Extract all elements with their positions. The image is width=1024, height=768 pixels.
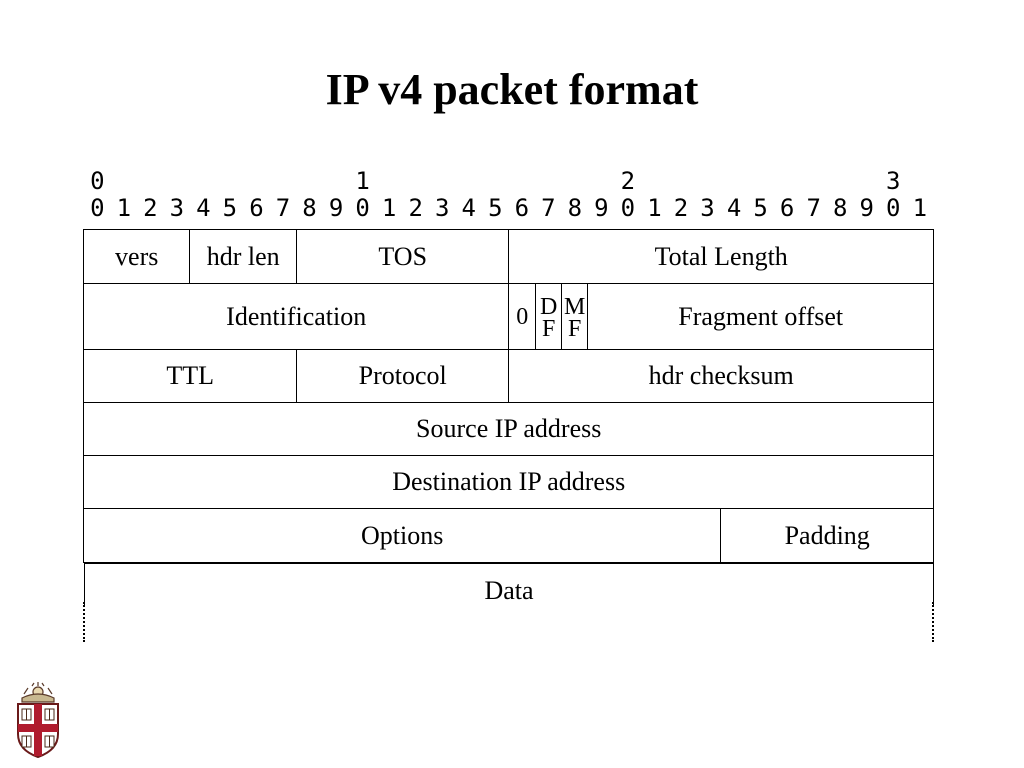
university-crest-icon: [17, 682, 59, 758]
field-vers: vers: [83, 229, 191, 285]
field-options: Options: [83, 508, 722, 564]
bit-ruler-digit: 1: [116, 194, 132, 222]
bit-ruler-digit: 8: [567, 194, 583, 222]
bit-ruler-digit: 2: [408, 194, 423, 222]
field-source-ip: Source IP address: [83, 402, 935, 457]
bit-ruler-digit: 0: [885, 194, 901, 222]
bit-ruler-digit: 2: [673, 194, 689, 222]
bit-ruler-digit: 1: [912, 194, 928, 222]
bit-ruler-digit: 2: [143, 194, 158, 222]
bit-ruler-digit: 6: [249, 194, 264, 222]
field-padding: Padding: [720, 508, 935, 564]
field-total-length: Total Length: [508, 229, 935, 285]
bit-ruler-digit: 4: [461, 194, 476, 222]
bit-ruler-digit: 1: [647, 194, 662, 222]
field-hdr-checksum: hdr checksum: [508, 349, 935, 404]
bit-ruler-digit: 7: [541, 194, 556, 222]
bit-ruler-digit: 9: [859, 194, 874, 222]
data-continuation-right: [932, 602, 938, 642]
bit-ruler-digit: 0: [90, 194, 105, 222]
slide-title: IP v4 packet format: [325, 65, 699, 114]
bit-ruler-tens: 0 1 2 3: [0, 167, 1024, 195]
field-fragment-offset: Fragment offset: [587, 283, 935, 351]
bit-ruler-tens-digit: 2: [620, 167, 636, 195]
bit-ruler-digit: 6: [779, 194, 795, 222]
bit-ruler-tens-digit: 1: [355, 167, 370, 195]
bit-ruler-digit: 1: [381, 194, 397, 222]
bit-ruler-tens-digit: 3: [885, 167, 901, 195]
bit-ruler-digit: 8: [302, 194, 317, 222]
field-protocol: Protocol: [296, 349, 510, 404]
bit-ruler-digit: 9: [594, 194, 609, 222]
field-data-label: Data: [484, 576, 534, 605]
bit-ruler-digit: 5: [753, 194, 768, 222]
field-mf-flag: M F: [561, 283, 589, 351]
data-continuation-left: [83, 602, 89, 642]
df-flag-top-letter: D: [540, 293, 558, 320]
bit-ruler-digit: 7: [275, 194, 291, 222]
bit-ruler-digit: 3: [169, 194, 185, 222]
field-tos: TOS: [296, 229, 510, 285]
bit-ruler-digit: 7: [806, 194, 821, 222]
field-identification: Identification: [83, 283, 510, 351]
bit-ruler-ones: 0 1 2 3 4 5 6 7 8 9 0 1 2 3 4 5 6 7 8 9 …: [0, 194, 1024, 222]
bit-ruler-digit: 9: [328, 194, 344, 222]
bit-ruler-digit: 3: [434, 194, 450, 222]
field-df-flag: D F: [535, 283, 563, 351]
mf-flag-bottom-letter: F: [568, 315, 582, 342]
field-destination-ip: Destination IP address: [83, 455, 935, 510]
bit-ruler-digit: 0: [355, 194, 370, 222]
bit-ruler-digit: 5: [488, 194, 503, 222]
mf-flag-top-letter: M: [564, 293, 586, 320]
bit-ruler-digit: 0: [620, 194, 636, 222]
bit-ruler-tens-digit: 0: [90, 167, 105, 195]
bit-ruler-digit: 6: [514, 194, 530, 222]
bit-ruler-digit: 4: [196, 194, 211, 222]
field-reserved-bit: 0: [508, 283, 537, 351]
bit-ruler-digit: 8: [832, 194, 848, 222]
bit-ruler-digit: 5: [222, 194, 238, 222]
bit-ruler-digit: 3: [700, 194, 715, 222]
df-flag-bottom-letter: F: [542, 315, 556, 342]
field-ttl: TTL: [83, 349, 298, 404]
field-data-box: [84, 563, 934, 607]
field-hdr-len: hdr len: [189, 229, 298, 285]
bit-ruler-digit: 4: [726, 194, 742, 222]
